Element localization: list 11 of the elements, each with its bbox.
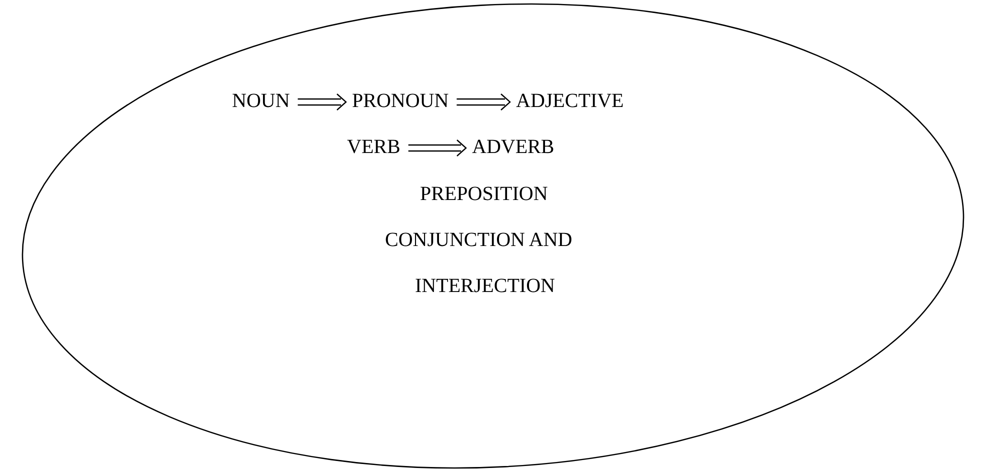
word-label: PRONOUN xyxy=(352,88,449,114)
double-arrow xyxy=(408,139,467,157)
word-label: NOUN xyxy=(232,88,290,114)
word-label: ADVERB xyxy=(472,134,554,160)
word-label: PREPOSITION xyxy=(420,181,548,207)
word-label: VERB xyxy=(347,134,400,160)
double-arrow xyxy=(456,93,511,111)
double-arrow xyxy=(297,93,347,111)
word-label: INTERJECTION xyxy=(415,273,555,299)
word-label: ADJECTIVE xyxy=(516,88,624,114)
word-label: CONJUNCTION AND xyxy=(385,227,572,253)
